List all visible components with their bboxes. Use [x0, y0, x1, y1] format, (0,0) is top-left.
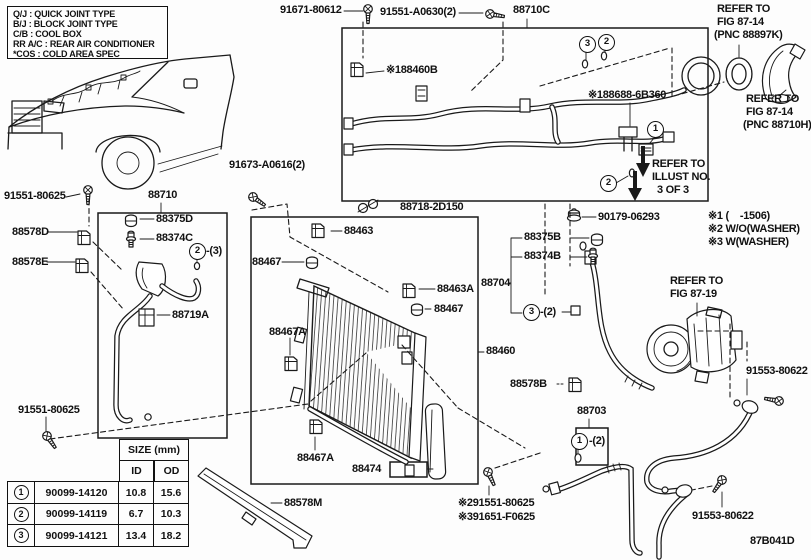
part-label-91551-80625-bottom: 91551-80625	[18, 404, 80, 416]
part-label-88374C: 88374C	[156, 232, 193, 244]
part-label-88463A: 88463A	[437, 283, 474, 295]
main-pipe-assembly	[343, 51, 721, 178]
vehicle-sketch	[7, 54, 235, 190]
size-table-col-id: ID	[119, 460, 154, 483]
row-part-number: 90099-14120	[35, 481, 119, 504]
row-id-value: 13.4	[119, 524, 154, 547]
liquid-tube-sub-assembly	[113, 261, 202, 424]
part-label-note2-91551-80625: ※291551-80625	[458, 497, 535, 509]
ref-illust-line1: REFER TO	[652, 158, 706, 170]
frame-boxes	[97, 27, 709, 485]
leader-lines	[45, 10, 787, 508]
ref-fig-87-14-b-line3: (PNC 88710H)	[743, 119, 811, 131]
part-label-88578E: 88578E	[12, 256, 49, 268]
callout-1-qty: -(2)	[589, 435, 605, 447]
row-id-value: 10.8	[119, 481, 154, 504]
callout-1-hose: 1	[571, 433, 588, 450]
callout-2-top: 2	[598, 34, 615, 51]
callout-1-pipe: 1	[647, 121, 664, 138]
note-3: ※3 W(WASHER)	[708, 236, 789, 248]
part-label-91671-80612: 91671-80612	[280, 4, 342, 16]
part-label-91673-A0616: 91673-A0616(2)	[229, 159, 305, 171]
row-id-value: 6.7	[119, 502, 154, 526]
note-2: ※2 W/O(WASHER)	[708, 223, 800, 235]
part-label-88688-6B360: ※188688-6B360	[588, 89, 667, 101]
part-label-88710: 88710	[148, 189, 178, 201]
row-od-value: 18.2	[154, 524, 189, 547]
ref-fig-87-14-a-line2: FIG 87-14	[717, 16, 764, 28]
part-label-88578D: 88578D	[12, 226, 49, 238]
drain-channel	[197, 467, 313, 549]
size-table-row: 1 90099-14120 10.8 15.6	[7, 481, 189, 504]
note-1: ※1 ( -1506)	[708, 210, 770, 222]
part-label-88375B: 88375B	[524, 231, 561, 243]
ref-fig-87-14-b-line1: REFER TO	[746, 93, 800, 105]
part-label-88578B: 88578B	[510, 378, 547, 390]
part-label-91553-80622-bottom: 91553-80622	[692, 510, 754, 522]
row-callout: 3	[13, 528, 29, 543]
dashed-lines	[49, 21, 748, 491]
diagram-code: 87B041D	[750, 535, 795, 547]
row-od-value: 10.3	[154, 502, 189, 526]
part-label-88467-left: 88467	[252, 256, 282, 268]
part-label-88710C: 88710C	[513, 4, 550, 16]
part-label-91551-80625-top: 91551-80625	[4, 190, 66, 202]
part-label-88460: 88460	[486, 345, 516, 357]
part-label-90179-06293: 90179-06293	[598, 211, 660, 223]
row-part-number: 90099-14121	[35, 524, 119, 547]
legend-line: *COS : COLD AREA SPEC	[13, 49, 120, 59]
refrigerant-hoses	[542, 241, 759, 560]
ref-fig-87-14-a-line1: REFER TO	[717, 3, 771, 15]
callout-3-qty: -(2)	[540, 306, 556, 318]
callout-2-pipe: 2	[600, 175, 617, 192]
part-label-88703: 88703	[577, 405, 607, 417]
callout-3-hose: 3	[523, 304, 540, 321]
part-label-88467-right: 88467	[434, 303, 464, 315]
part-label-91553-80622-right: 91553-80622	[746, 365, 808, 377]
small-fittings	[75, 62, 604, 435]
part-label-88374B: 88374B	[524, 250, 561, 262]
size-table-row: 2 90099-14119 6.7 10.3	[7, 502, 189, 526]
callout-2-tube: 2	[189, 243, 206, 260]
row-od-value: 15.6	[154, 481, 189, 504]
legend-line: B/J : BLOCK JOINT TYPE	[13, 19, 118, 29]
part-label-note3-91651-F0625: ※391651-F0625	[458, 511, 535, 523]
callout-2-qty: -(3)	[206, 245, 222, 257]
part-label-88718-2D150: 88718-2D150	[400, 201, 464, 213]
ref-illust-line3: 3 OF 3	[657, 184, 689, 196]
legend-line: C/B : COOL BOX	[13, 29, 82, 39]
row-callout: 1	[13, 485, 29, 500]
size-table-col-od: OD	[154, 460, 189, 483]
row-callout: 2	[13, 506, 29, 522]
illust-arrows	[628, 146, 650, 201]
part-label-91551-A0630: 91551-A0630(2)	[380, 6, 456, 18]
legend-line: Q/J : QUICK JOINT TYPE	[13, 9, 116, 19]
part-label-88474: 88474	[352, 463, 382, 475]
seal-ring-and-elbow	[725, 43, 806, 104]
part-label-88578M: 88578M	[284, 497, 322, 509]
ref-fig-87-14-b-line2: FIG 87-14	[746, 106, 793, 118]
part-label-88460B: ※188460B	[386, 64, 438, 76]
part-label-88463: 88463	[344, 225, 374, 237]
ref-illust-line2: ILLUST NO.	[652, 171, 711, 183]
ref-fig-87-19-line2: FIG 87-19	[670, 288, 717, 300]
part-label-88704: 88704	[481, 277, 511, 289]
size-table-title: SIZE (mm)	[119, 439, 189, 462]
ref-fig-87-19-line1: REFER TO	[670, 275, 724, 287]
part-label-88467A-lower: 88467A	[297, 452, 334, 464]
row-part-number: 90099-14119	[35, 502, 119, 526]
part-label-88375D: 88375D	[156, 213, 193, 225]
condenser-assembly	[289, 278, 462, 480]
callout-3-top: 3	[579, 36, 596, 53]
size-table-row: 3 90099-14121 13.4 18.2	[7, 524, 189, 547]
part-label-88719A: 88719A	[172, 309, 209, 321]
ref-fig-87-14-a-line3: (PNC 88897K)	[714, 29, 783, 41]
legend-line: RR A/C : REAR AIR CONDITIONER	[13, 39, 155, 49]
legend-box: Q/J : QUICK JOINT TYPE B/J : BLOCK JOINT…	[7, 6, 168, 59]
compressor	[646, 306, 743, 384]
part-label-88467A-upper: 88467A	[269, 326, 306, 338]
